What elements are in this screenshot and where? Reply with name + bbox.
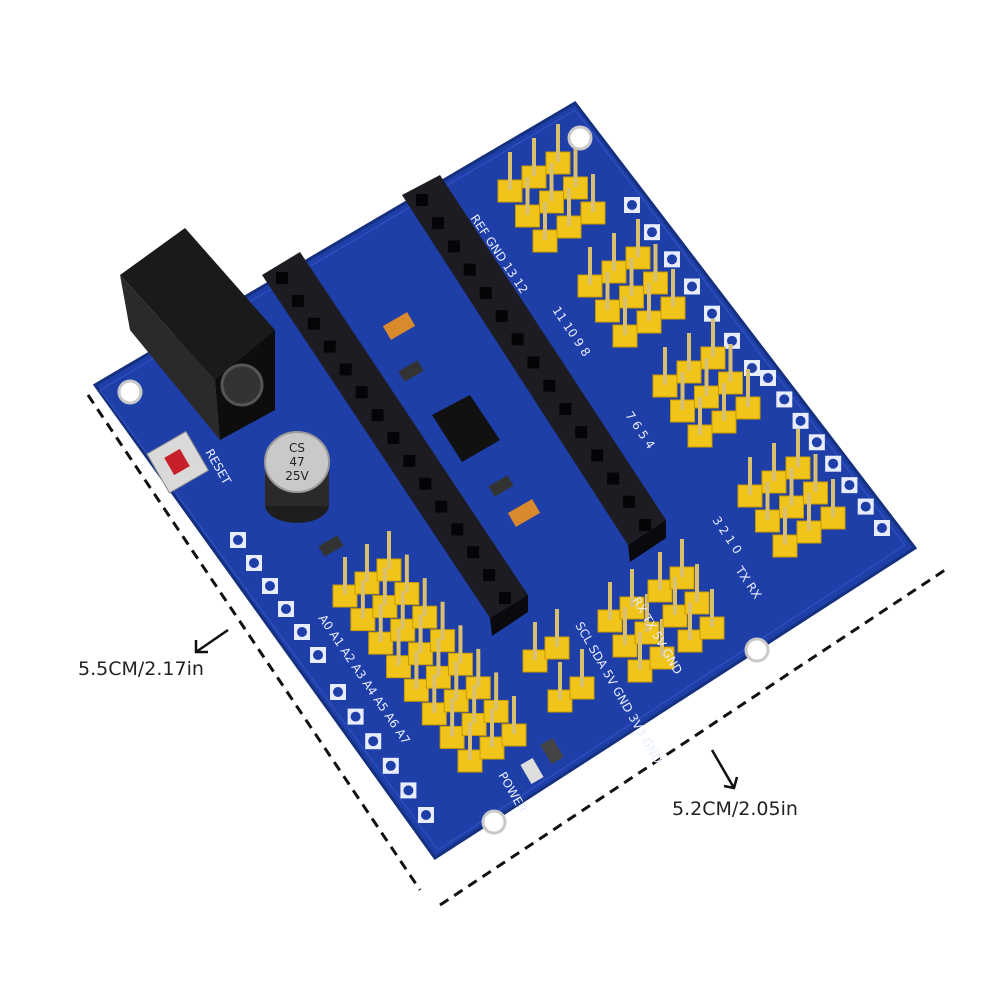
pad-hole	[233, 535, 243, 545]
header-socket	[483, 569, 496, 582]
pad-hole	[313, 650, 323, 660]
pad-hole	[667, 254, 677, 265]
voltage-regulator	[432, 395, 500, 462]
smd-components	[318, 312, 564, 785]
pad-hole	[811, 437, 822, 448]
electrolytic-capacitor: CS 47 25V	[264, 431, 330, 523]
pad-hole	[368, 736, 379, 747]
width-dimension-line	[86, 394, 422, 891]
capacitor-label: CS	[289, 441, 305, 455]
header-socket	[639, 519, 651, 531]
header-socket	[387, 432, 400, 444]
header-socket	[499, 592, 511, 604]
pad-hole	[403, 785, 414, 796]
header-socket	[431, 217, 444, 230]
header-socket	[291, 294, 304, 307]
pad-hole	[828, 458, 839, 469]
pad-hole	[265, 581, 275, 591]
header-socket	[403, 454, 416, 467]
header-socket	[623, 495, 636, 508]
pad-hole	[249, 558, 259, 568]
mounting-holes	[117, 125, 770, 835]
capacitor-label: 25V	[285, 469, 309, 483]
width-dimension-label: 5.5CM/2.17in	[78, 658, 204, 680]
header-socket	[416, 194, 428, 206]
pad-hole	[421, 810, 431, 820]
pad-hole	[727, 335, 737, 346]
header-socket	[559, 402, 572, 415]
pad-hole	[647, 227, 657, 238]
pad-hole	[763, 373, 773, 383]
header-socket	[467, 546, 480, 559]
pad-hole	[297, 627, 307, 637]
header-socket	[419, 477, 432, 490]
header-pads-left	[230, 532, 434, 823]
header-socket	[339, 363, 352, 376]
header-socket	[451, 523, 464, 536]
reset-button	[146, 430, 210, 494]
pad-hole	[687, 281, 697, 292]
pad-hole	[860, 501, 871, 512]
header-socket	[447, 240, 460, 253]
header-socket	[276, 272, 288, 284]
pad-hole	[350, 711, 361, 722]
header-pads-right	[624, 197, 890, 536]
header-socket	[607, 472, 620, 485]
capacitor-label: 47	[289, 455, 304, 469]
header-socket	[511, 333, 524, 346]
header-socket	[527, 356, 540, 369]
header-socket	[543, 379, 556, 392]
dc-power-jack	[120, 228, 275, 440]
arrow-icon	[710, 749, 739, 790]
pad-hole	[844, 480, 855, 491]
header-socket	[575, 426, 588, 439]
nano-female-header-left	[262, 252, 528, 636]
header-socket	[591, 449, 604, 462]
pad-hole	[877, 523, 887, 533]
depth-dimension-label: 5.2CM/2.05in	[672, 798, 798, 820]
header-socket	[495, 310, 508, 323]
pad-hole	[281, 604, 291, 614]
pad-hole	[779, 394, 790, 405]
header-socket	[307, 317, 320, 330]
yellow-pin-headers	[332, 124, 846, 773]
nano-female-header-right	[402, 175, 666, 562]
pad-hole	[385, 760, 396, 771]
header-socket	[371, 409, 384, 422]
pad-hole	[333, 687, 343, 697]
arrow-icon	[194, 628, 229, 654]
header-socket	[323, 340, 336, 353]
header-socket	[355, 386, 368, 399]
header-socket	[463, 263, 476, 276]
header-socket	[435, 500, 448, 513]
pad-hole	[795, 415, 806, 426]
pad-hole	[627, 200, 637, 210]
pad-hole	[707, 308, 717, 319]
header-socket	[479, 286, 492, 299]
